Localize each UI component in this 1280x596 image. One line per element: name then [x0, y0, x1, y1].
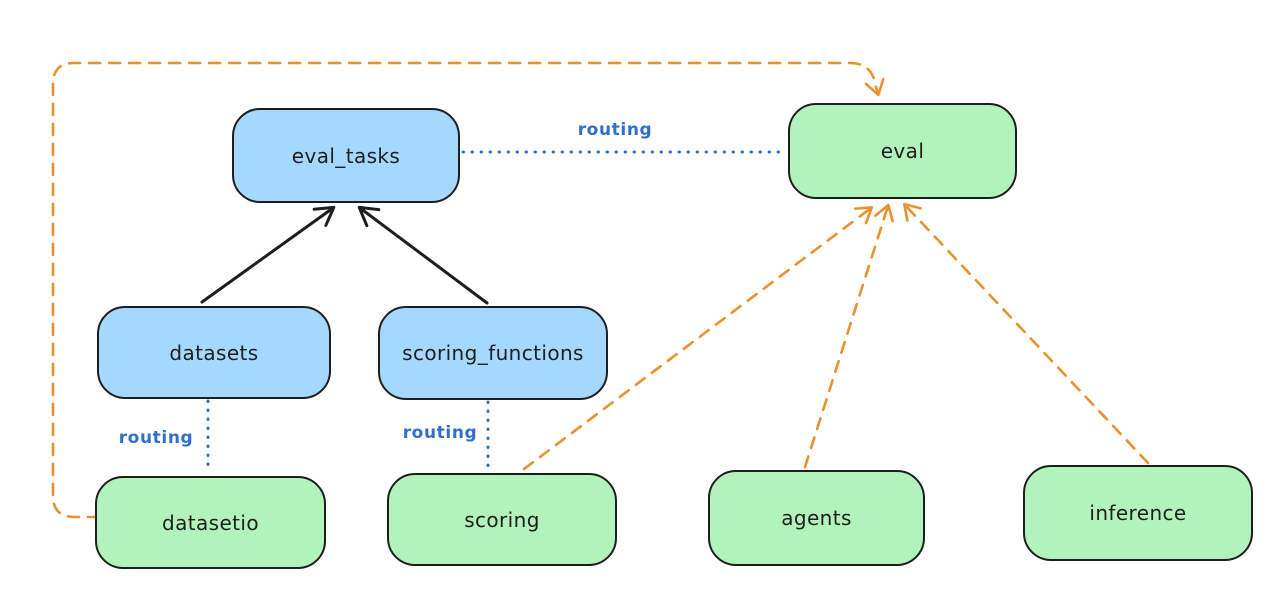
node-datasetio-label: datasetio: [161, 510, 259, 535]
edge-label-routing-eval-tasks-eval: routing: [577, 120, 653, 140]
node-scoring-label: scoring: [464, 507, 540, 532]
node-inference: inference: [1023, 465, 1253, 561]
node-datasetio: datasetio: [95, 476, 326, 569]
node-agents: agents: [708, 470, 925, 566]
edge-agents-to-eval: [803, 203, 894, 469]
edge-datasets-to-eval-tasks: [200, 205, 336, 304]
node-datasets-label: datasets: [169, 340, 259, 365]
node-agents-label: agents: [781, 506, 852, 530]
edge-label-routing-scoring-functions-scoring: routing: [402, 423, 478, 443]
node-eval-tasks-label: eval_tasks: [291, 143, 401, 168]
edge-label-routing-datasets-datasetio: routing: [118, 428, 194, 448]
node-scoring-functions-label: scoring_functions: [402, 341, 584, 365]
edge-datasetio-to-eval-loop: [51, 61, 885, 519]
node-eval-tasks: eval_tasks: [232, 108, 460, 203]
node-datasets: datasets: [97, 306, 331, 399]
edge-inference-to-eval: [903, 202, 1150, 465]
edge-scoring-to-eval: [522, 206, 874, 471]
edge-scoring-functions-to-eval-tasks: [357, 205, 489, 305]
node-scoring: scoring: [387, 473, 617, 566]
node-eval-label: eval: [880, 139, 925, 163]
node-inference-label: inference: [1089, 501, 1187, 525]
node-eval: eval: [788, 103, 1017, 199]
node-scoring-functions: scoring_functions: [378, 306, 608, 400]
